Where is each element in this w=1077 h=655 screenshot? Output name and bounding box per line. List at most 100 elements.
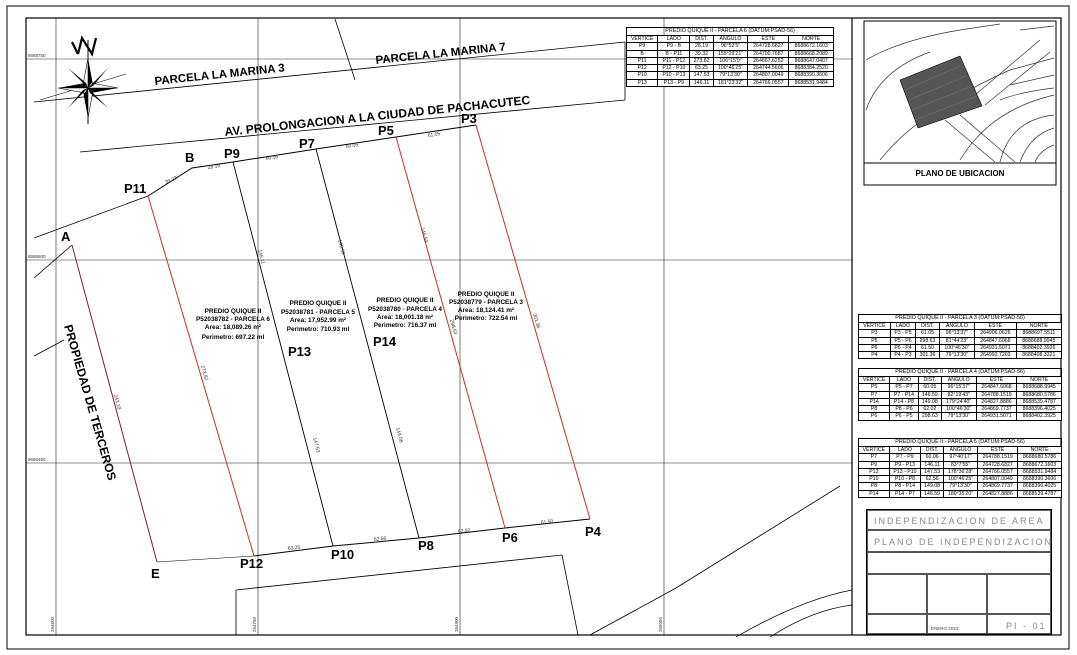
column-header: ANGULO <box>940 375 977 385</box>
table-cell: P10 <box>858 475 890 484</box>
length-label: 147.53 <box>311 437 321 454</box>
road-curve <box>735 589 853 638</box>
table-cell: 8688539.4787 <box>1017 489 1062 499</box>
column-header: VERTICE <box>857 375 891 385</box>
table-cell: 178°36'28" <box>943 467 978 477</box>
table-cell: P11 <box>625 56 659 66</box>
table-cell: 264847.6068 <box>974 336 1017 345</box>
table-cell: P8 - P6 <box>889 405 919 414</box>
column-header: LADO <box>888 445 922 455</box>
table-cell: 264766.0557 <box>747 78 790 88</box>
street-labels: PARCELA LA MARINA 3 PARCELA LA MARINA 7 … <box>61 41 531 482</box>
table-cell: 146.11 <box>689 78 714 88</box>
length-label: 62.56 <box>374 536 387 543</box>
vertex-label-p11: P11 <box>124 181 146 196</box>
table-cell: P14 <box>857 397 891 407</box>
title-block-cell <box>927 574 987 614</box>
boundary-p11-p12 <box>147 195 255 557</box>
table-cell: 60.06 <box>920 453 945 462</box>
table-title: PREDIO QUIQUE II - PARCELA 4 (DATUM:PSAD… <box>858 368 1062 376</box>
north-arrow-icon <box>39 35 127 124</box>
table-cell: 147.53 <box>689 71 714 80</box>
vertex-label-p8: P8 <box>418 538 434 553</box>
table-cell: 100°46'25" <box>943 475 978 484</box>
table-cell: P8 <box>858 482 890 491</box>
length-label: 62.02 <box>458 528 471 535</box>
vertex-label-p12: P12 <box>240 556 263 571</box>
table-cell: B <box>625 49 659 58</box>
title-block-cell <box>987 574 1051 614</box>
table-cell: 264728.6827 <box>976 460 1019 469</box>
grid-label-n1: 8688750 <box>28 53 46 58</box>
table-cell: 81°44'23" <box>938 336 976 345</box>
table-cell: 96°13'37" <box>938 329 976 338</box>
table-cell: 8688697.5511 <box>1015 329 1063 338</box>
table-cell: P9 <box>858 460 890 469</box>
table-cell: 8688402.3926 <box>1015 343 1063 353</box>
table-cell: P5 <box>858 336 891 345</box>
column-header: LADO <box>657 34 691 44</box>
svg-text:Perimetro: 722.54 ml: Perimetro: 722.54 ml <box>455 315 518 322</box>
svg-text:Perimetro: 716.37 ml: Perimetro: 716.37 ml <box>374 322 437 329</box>
column-header: ANGULO <box>938 321 976 331</box>
table-cell: 8688688.9945 <box>1015 336 1063 345</box>
title-block-sheet-box: PI - 01 <box>987 614 1051 634</box>
table-cell: 83°7'55" <box>943 460 978 469</box>
title-block-project-box: INDEPENDIZACION DE AREA <box>867 510 1051 530</box>
table-cell: P4 - P3 <box>889 351 917 360</box>
street-label-terceros: PROPIEDAD DE TERCEROS <box>61 323 119 482</box>
length-label: 243.19 <box>112 394 122 411</box>
table-cell: B - P11 <box>657 49 691 58</box>
table-cell: P3 <box>858 329 891 338</box>
table-cell: P5 - P6 <box>889 336 917 345</box>
table-cell: 264788.1519 <box>976 453 1019 462</box>
table-cell: 8688402.3925 <box>1016 412 1062 421</box>
plan-name: PLANO DE INDEPENDIZACION <box>874 537 1054 547</box>
table-cell: 8688390.3606 <box>1017 475 1062 484</box>
length-label: 149.08 <box>394 427 404 444</box>
table-cell: 155°29'21" <box>712 49 749 58</box>
length-label: 146.11 <box>256 249 266 265</box>
table-cell: 62.56 <box>920 475 945 484</box>
vertex-label-p3: P3 <box>461 111 477 126</box>
table-cell: 298.63 <box>915 336 940 345</box>
svg-text:P52038781 - PARCELA 5: P52038781 - PARCELA 5 <box>281 309 355 316</box>
svg-text:PREDIO QUIQUE II: PREDIO QUIQUE II <box>377 297 434 304</box>
title-block-owner-box <box>867 552 1051 574</box>
length-label: 301.36 <box>531 313 541 330</box>
column-header: DIST. <box>689 34 714 44</box>
table-cell: 146.11 <box>920 460 945 469</box>
vertex-label-p7: P7 <box>299 136 315 151</box>
table-cell: 146.59 <box>920 489 945 499</box>
title-block-cell <box>867 614 927 634</box>
table-cell: 79°13'30" <box>938 351 976 360</box>
table-cell: 8688668.2089 <box>788 49 834 58</box>
column-header: NORTE <box>1016 375 1062 385</box>
table-cell: 264807.0049 <box>747 71 790 80</box>
vertex-label-b: B <box>185 150 194 165</box>
svg-text:P52038780 - PARCELA 4: P52038780 - PARCELA 4 <box>368 306 442 313</box>
table-cell: 264788.1519 <box>975 390 1018 399</box>
table-cell: P10 <box>625 71 659 80</box>
table-cell: 264827.8886 <box>976 489 1019 499</box>
table-cell: P8 <box>857 405 891 414</box>
vertex-label-p10: P10 <box>331 547 354 562</box>
vertex-label-e: E <box>151 566 160 581</box>
column-header: VERTICE <box>858 445 890 455</box>
column-header: ANGULO <box>943 445 978 455</box>
column-header: DIST. <box>915 321 940 331</box>
table-cell: P13 - P9 <box>657 78 691 88</box>
length-label: 60.06 <box>265 154 279 162</box>
column-header: ESTE <box>974 321 1017 331</box>
table-cell: 180°35'20" <box>943 489 978 499</box>
svg-text:Perimetro: 697.22 ml: Perimetro: 697.22 ml <box>202 334 265 341</box>
table-cell: P6 <box>858 343 891 353</box>
table-cell: 8688672.1603 <box>788 42 834 51</box>
